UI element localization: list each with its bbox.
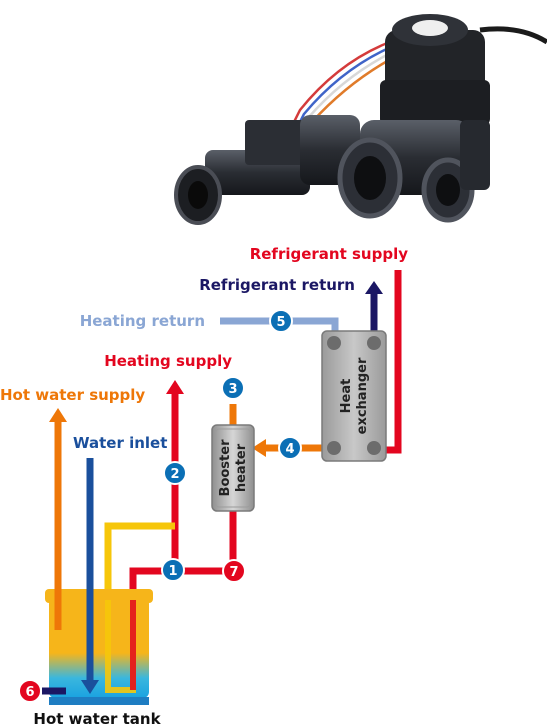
- hot-water-tank-label: Hot water tank: [33, 710, 161, 727]
- heat-exchanger: Heat exchanger: [321, 330, 387, 462]
- svg-text:7: 7: [229, 565, 238, 580]
- svg-text:1: 1: [168, 564, 177, 579]
- hot-water-tank: [45, 589, 153, 705]
- water-inlet-label: Water inlet: [73, 434, 167, 452]
- valve-photo: [174, 14, 547, 225]
- booster-heater-label-1: Booster: [218, 439, 233, 497]
- booster-heater: Booster heater: [211, 424, 255, 512]
- marker-3: 3: [221, 376, 245, 400]
- marker-5: 5: [269, 309, 293, 333]
- marker-1: 1: [161, 558, 185, 582]
- hot-water-supply-line: [49, 408, 67, 630]
- heating-return-label: Heating return: [80, 312, 205, 330]
- svg-text:2: 2: [170, 467, 179, 482]
- marker-7: 7: [222, 559, 246, 583]
- marker-2: 2: [163, 461, 187, 485]
- refrigerant-supply-label: Refrigerant supply: [250, 245, 409, 263]
- heat-exchanger-label-1: Heat: [339, 379, 354, 414]
- marker-6: 6: [18, 679, 42, 703]
- hot-water-supply-label: Hot water supply: [0, 386, 145, 404]
- booster-to-junction-line: [175, 510, 237, 575]
- svg-text:4: 4: [285, 442, 294, 457]
- marker-4: 4: [278, 436, 302, 460]
- svg-text:3: 3: [228, 382, 237, 397]
- svg-text:6: 6: [25, 685, 34, 700]
- svg-text:5: 5: [276, 315, 285, 330]
- heating-supply-label: Heating supply: [104, 352, 232, 370]
- refrigerant-return-label: Refrigerant return: [199, 276, 355, 294]
- water-inlet-line: [81, 458, 99, 694]
- heat-exchanger-label-2: exchanger: [355, 357, 370, 434]
- booster-heater-label-2: heater: [234, 443, 249, 492]
